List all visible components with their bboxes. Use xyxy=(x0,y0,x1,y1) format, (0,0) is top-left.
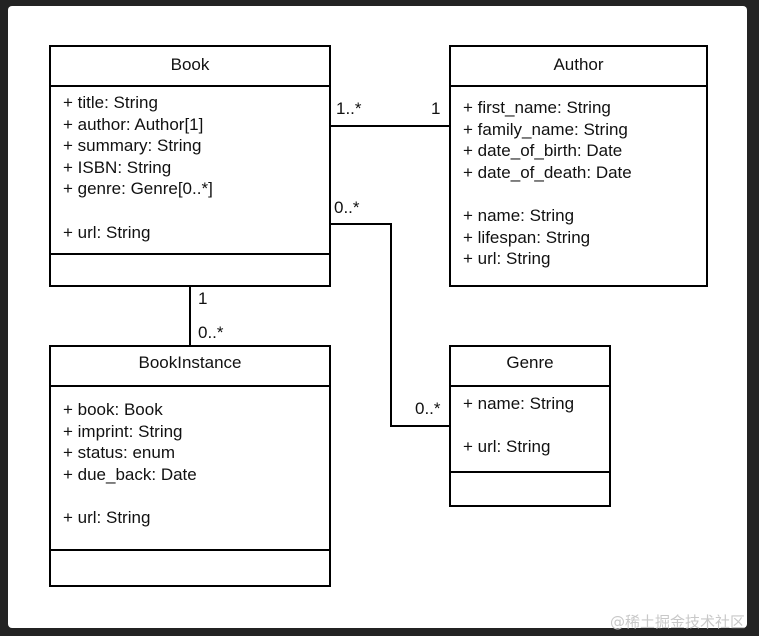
attribute: + genre: Genre[0..*] xyxy=(63,179,213,199)
attribute: + date_of_birth: Date xyxy=(463,141,623,161)
association-book-genre xyxy=(331,223,449,427)
class-book-title: Book xyxy=(51,47,329,87)
attribute: + family_name: String xyxy=(463,119,628,139)
attribute: + due_back: Date xyxy=(63,464,197,484)
attribute-gap xyxy=(463,415,609,437)
class-bookinstance-title: BookInstance xyxy=(51,347,329,387)
class-genre-attributes: + name: String + url: String xyxy=(451,387,609,473)
class-book[interactable]: Book + title: String + author: Author[1]… xyxy=(49,45,331,287)
attribute: + title: String xyxy=(63,93,158,112)
attribute: + url: String xyxy=(63,222,151,242)
multiplicity-book-genre-book-end: 0..* xyxy=(334,198,360,217)
class-genre[interactable]: Genre + name: String + url: String xyxy=(449,345,611,507)
attribute: + imprint: String xyxy=(63,421,183,441)
class-author-attributes: + first_name: String + family_name: Stri… xyxy=(451,87,706,270)
multiplicity-book-author-book-end: 1..* xyxy=(336,99,362,118)
attribute: + lifespan: String xyxy=(463,227,591,247)
multiplicity-book-author-author-end: 1 xyxy=(431,99,441,118)
class-genre-title: Genre xyxy=(451,347,609,387)
attribute: + book: Book xyxy=(63,400,163,419)
watermark: @稀土掘金技术社区 xyxy=(609,613,745,631)
attribute: + status: enum xyxy=(63,443,175,463)
attribute: + url: String xyxy=(463,249,551,269)
class-bookinstance[interactable]: BookInstance + book: Book + imprint: Str… xyxy=(49,345,331,587)
attribute: + summary: String xyxy=(63,136,202,156)
attribute: + name: String xyxy=(463,394,575,413)
class-author[interactable]: Author + first_name: String + family_nam… xyxy=(449,45,708,287)
attribute: + first_name: String xyxy=(463,98,611,117)
attribute-gap xyxy=(63,200,329,222)
multiplicity-book-instance-instance-end: 0..* xyxy=(198,323,224,342)
attribute: + url: String xyxy=(63,507,151,527)
attribute: + date_of_death: Date xyxy=(463,162,632,182)
attribute-gap xyxy=(463,183,706,205)
attribute: + name: String xyxy=(463,205,575,225)
attribute-gap xyxy=(63,485,329,507)
class-bookinstance-attributes: + book: Book + imprint: String + status:… xyxy=(51,387,329,551)
attribute: + author: Author[1] xyxy=(63,114,204,134)
multiplicity-book-genre-genre-end: 0..* xyxy=(415,399,441,418)
attribute: + ISBN: String xyxy=(63,157,172,177)
class-author-title: Author xyxy=(451,47,706,87)
multiplicity-book-instance-book-end: 1 xyxy=(198,289,208,308)
attribute: + url: String xyxy=(463,437,551,457)
class-book-attributes: + title: String + author: Author[1] + su… xyxy=(51,87,329,255)
